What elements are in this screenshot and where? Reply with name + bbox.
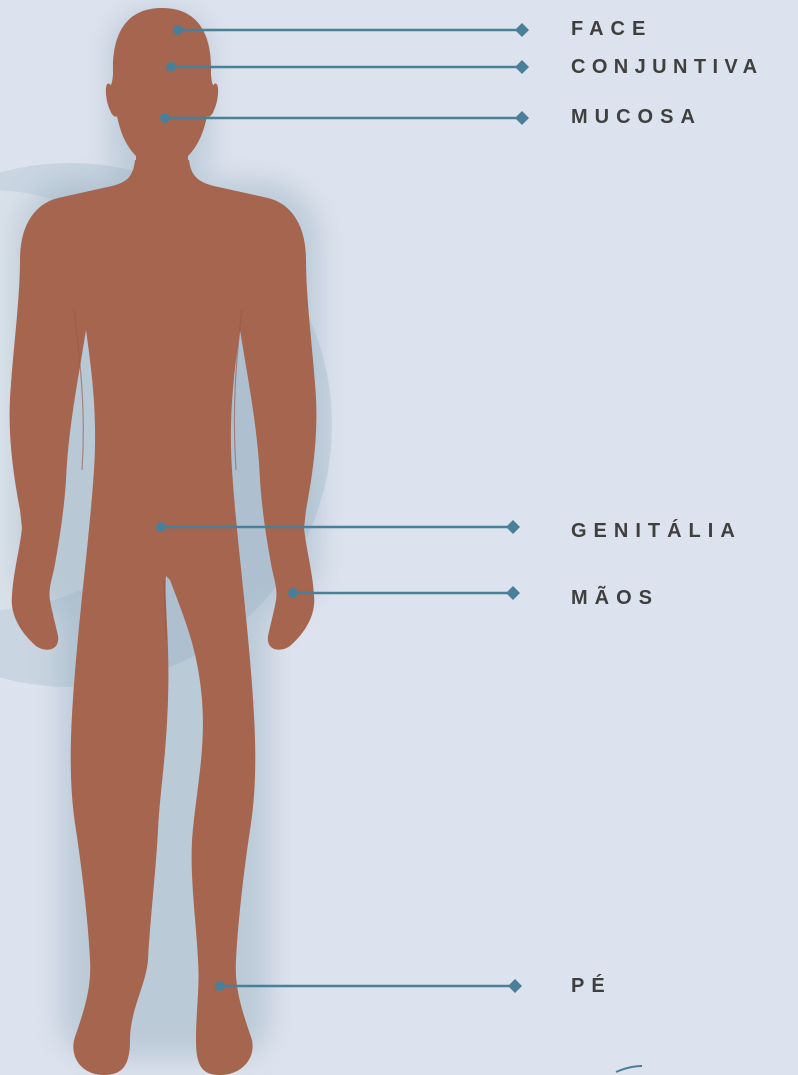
label-pe: PÉ bbox=[571, 976, 612, 996]
label-conjuntiva: CONJUNTIVA bbox=[571, 57, 764, 77]
connector-conjuntiva bbox=[166, 60, 529, 74]
label-genitalia: GENITÁLIA bbox=[571, 521, 742, 541]
decorative-mark bbox=[616, 1066, 642, 1072]
label-maos: MÃOS bbox=[571, 588, 659, 608]
label-mucosa: MUCOSA bbox=[571, 107, 702, 127]
connector-maos bbox=[288, 586, 520, 600]
connector-mucosa bbox=[160, 111, 529, 125]
label-face: FACE bbox=[571, 19, 652, 39]
connector-face bbox=[173, 23, 529, 37]
